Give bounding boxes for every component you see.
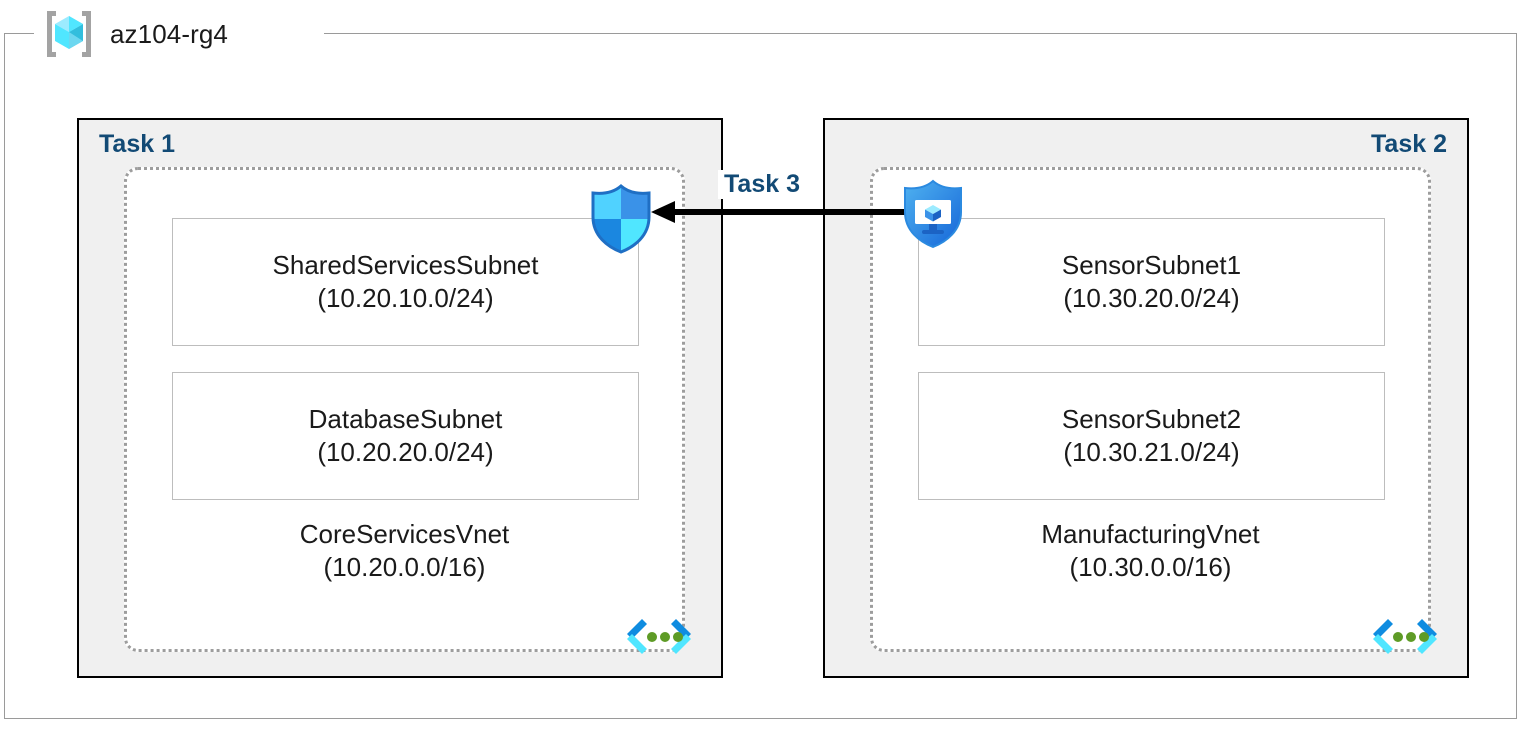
subnet-box-database: DatabaseSubnet (10.20.20.0/24) (172, 372, 639, 500)
resource-group-frame (4, 33, 1517, 719)
task-2-label: Task 2 (1371, 130, 1447, 158)
subnet-box-shared-services: SharedServicesSubnet (10.20.10.0/24) (172, 218, 639, 346)
subnet-cidr: (10.30.20.0/24) (1063, 283, 1240, 313)
vnet-caption-core-services: CoreServicesVnet (10.20.0.0/16) (127, 518, 682, 585)
subnet-box-sensor-2: SensorSubnet2 (10.30.21.0/24) (918, 372, 1385, 500)
task-1-label: Task 1 (99, 130, 175, 158)
task-panel-2: Task 2 SensorSubnet1 (10.30.20.0/24) Sen… (823, 118, 1469, 678)
vnet-caption-manufacturing: ManufacturingVnet (10.30.0.0/16) (873, 518, 1428, 585)
subnet-name: SensorSubnet1 (1061, 249, 1242, 280)
task-panel-1: Task 1 SharedServicesSubnet (10.20.10.0/… (77, 118, 723, 678)
peering-shield-icon (586, 183, 656, 255)
virtual-network-icon (620, 613, 698, 669)
resource-group-cube-icon (42, 8, 96, 60)
vnet-name: CoreServicesVnet (299, 519, 510, 549)
virtual-network-icon (1366, 613, 1444, 669)
subnet-name: SharedServicesSubnet (272, 249, 539, 280)
subnet-name: SensorSubnet2 (1061, 403, 1242, 434)
vnet-cidr: (10.30.0.0/16) (1069, 552, 1232, 583)
security-monitor-shield-icon (898, 178, 968, 250)
vnet-cidr: (10.20.0.0/16) (323, 552, 486, 583)
resource-group-header: az104-rg4 (42, 8, 228, 60)
resource-group-name: az104-rg4 (110, 18, 228, 49)
subnet-box-sensor-1: SensorSubnet1 (10.30.20.0/24) (918, 218, 1385, 346)
subnet-name: DatabaseSubnet (308, 403, 503, 434)
vnet-name: ManufacturingVnet (1041, 519, 1260, 549)
subnet-cidr: (10.20.10.0/24) (317, 283, 494, 313)
subnet-cidr: (10.30.21.0/24) (1063, 437, 1240, 467)
task-3-label: Task 3 (718, 170, 806, 199)
vnet-container-manufacturing: SensorSubnet1 (10.30.20.0/24) SensorSubn… (870, 167, 1437, 654)
subnet-cidr: (10.20.20.0/24) (317, 437, 494, 467)
vnet-peering-arrow (645, 196, 915, 228)
